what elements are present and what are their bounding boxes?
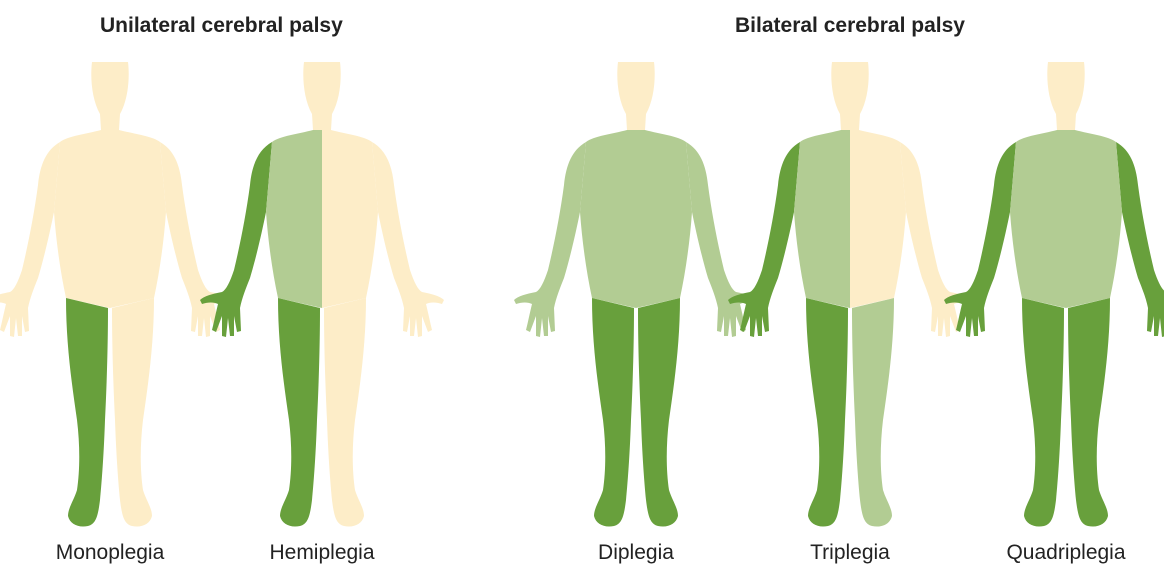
lleg-region (324, 298, 366, 527)
trunkL-region (850, 130, 906, 308)
body-figure-hemiplegia (200, 62, 444, 527)
rleg-region (806, 298, 848, 527)
trunkL-region (110, 130, 166, 308)
body-figure-triplegia (728, 62, 972, 527)
trunkR-region (54, 130, 110, 308)
head-region (831, 62, 868, 130)
rleg-region (1022, 298, 1064, 527)
trunkL-region (322, 130, 378, 308)
head-region (617, 62, 654, 130)
body-figure-quadriplegia (944, 62, 1164, 527)
lleg-region (112, 298, 154, 527)
lleg-region (852, 298, 894, 527)
trunkL-region (636, 130, 692, 308)
trunkR-region (1010, 130, 1066, 308)
head-region (1047, 62, 1084, 130)
lleg-region (638, 298, 680, 527)
rleg-region (278, 298, 320, 527)
label-hemiplegia: Hemiplegia (222, 541, 422, 565)
label-monoplegia: Monoplegia (10, 541, 210, 565)
rarm-region (0, 142, 60, 337)
rleg-region (592, 298, 634, 527)
trunkR-region (266, 130, 322, 308)
label-triplegia: Triplegia (750, 541, 950, 565)
trunkR-region (794, 130, 850, 308)
body-figure-monoplegia (0, 62, 232, 527)
larm-region (1116, 142, 1164, 337)
label-quadriplegia: Quadriplegia (966, 541, 1164, 565)
label-diplegia: Diplegia (536, 541, 736, 565)
rarm-region (514, 142, 586, 337)
head-region (91, 62, 128, 130)
larm-region (372, 142, 444, 337)
lleg-region (1068, 298, 1110, 527)
trunkL-region (1066, 130, 1122, 308)
trunkR-region (580, 130, 636, 308)
body-figure-diplegia (514, 62, 758, 527)
rleg-region (66, 298, 108, 527)
head-region (303, 62, 340, 130)
